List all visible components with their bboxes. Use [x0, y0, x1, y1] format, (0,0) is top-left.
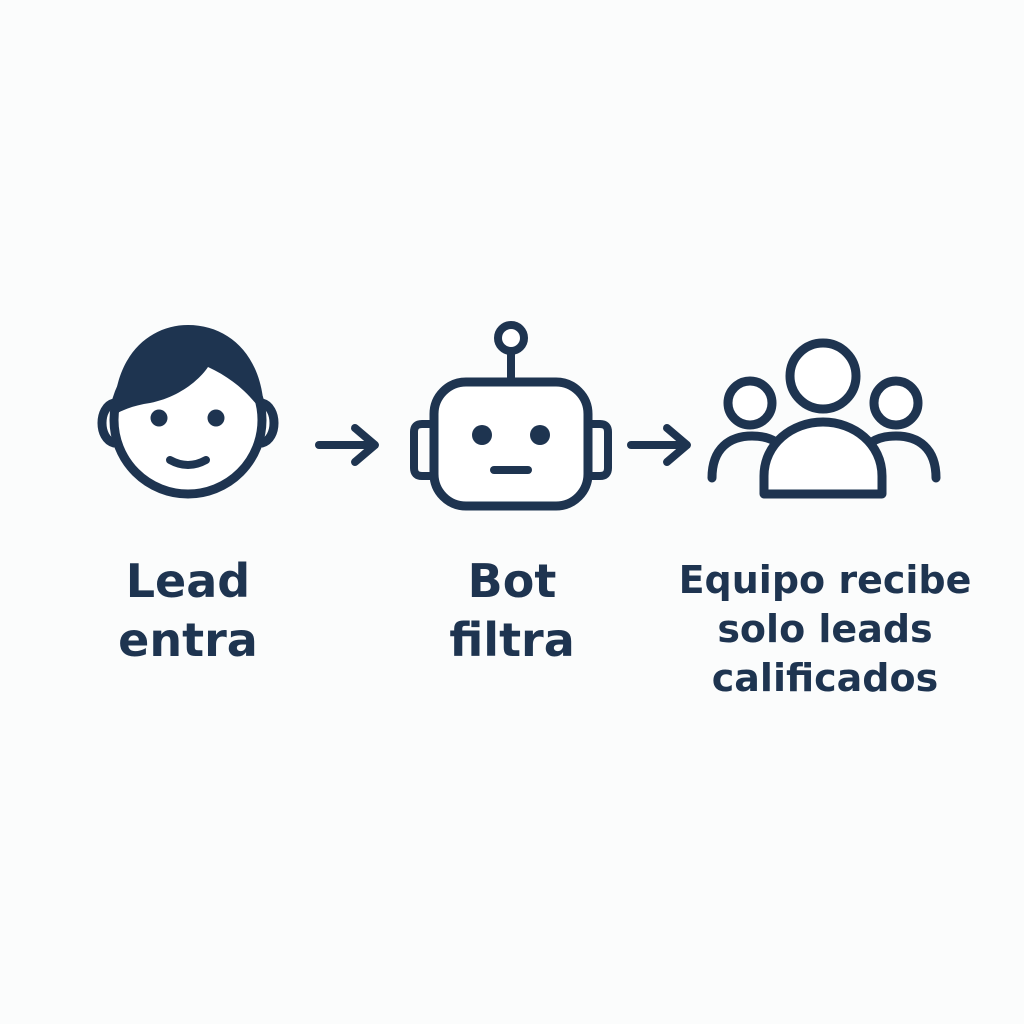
step-label-line: Equipo recibe: [678, 558, 972, 602]
step-label-lead: Lead entra: [68, 552, 308, 670]
step-label-bot: Bot filtra: [392, 552, 632, 670]
step-label-line: entra: [118, 613, 258, 667]
team-group-icon: [700, 336, 950, 506]
step-label-line: solo leads: [717, 607, 933, 651]
step-label-line: Bot: [467, 554, 557, 608]
arrow-right-icon: [625, 420, 695, 470]
robot-icon: [406, 320, 616, 520]
step-label-team: Equipo recibe solo leads calificados: [660, 556, 990, 703]
step-label-line: filtra: [449, 613, 575, 667]
arrow-right-icon: [313, 420, 383, 470]
step-label-line: Lead: [125, 554, 251, 608]
person-face-icon: [90, 315, 290, 515]
step-label-line: calificados: [711, 656, 939, 700]
